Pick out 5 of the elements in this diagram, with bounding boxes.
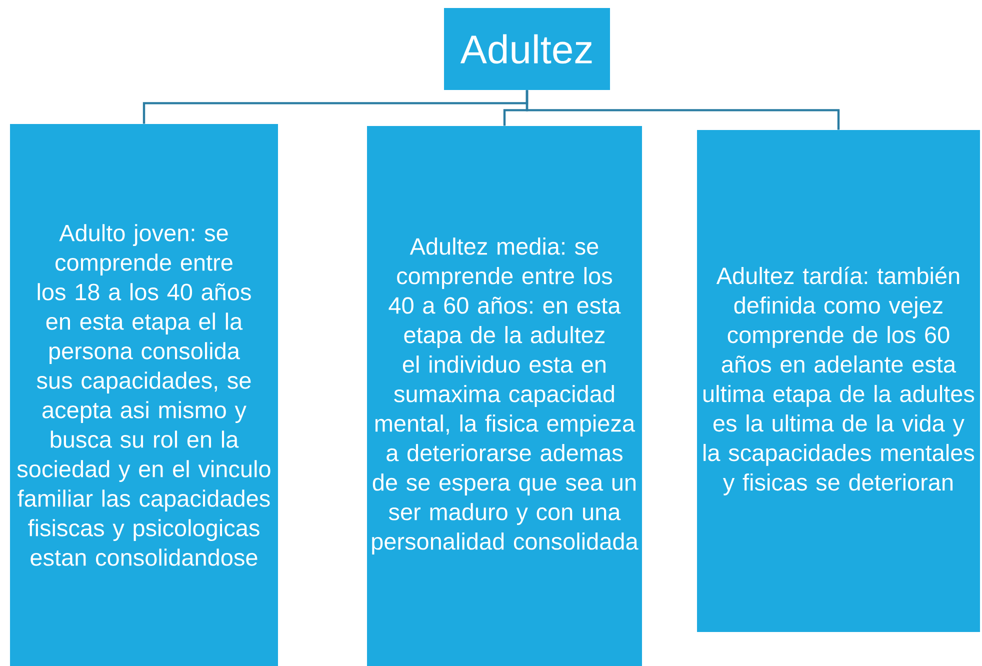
title-box: Adultez: [444, 8, 610, 90]
stage-box: Adultez media: se comprende entre los 40 a 60 años: en esta etapa de la adultez el individuo esta en sumaxima capacidad mental, la fisica empieza a deteriorarse ademas de se espera que sea un ser maduro y con una personalidad consolidada: [367, 126, 642, 666]
connector: [526, 90, 840, 130]
stage-box: Adultez tardía: también definida como vejez comprende de los 60 años en adelante esta ultima etapa de la adultes es la ultima de la vida y la scapacidades mentales y fisicas se deterioran: [697, 130, 980, 632]
stage-box: Adulto joven: se comprende entre los 18 a los 40 años en esta etapa el la persona consolida sus capacidades, se acepta asi mismo y busca su rol en la sociedad y en el vinculo familiar las capacidades fisiscas y psicologicas estan consolidandose: [10, 124, 278, 666]
